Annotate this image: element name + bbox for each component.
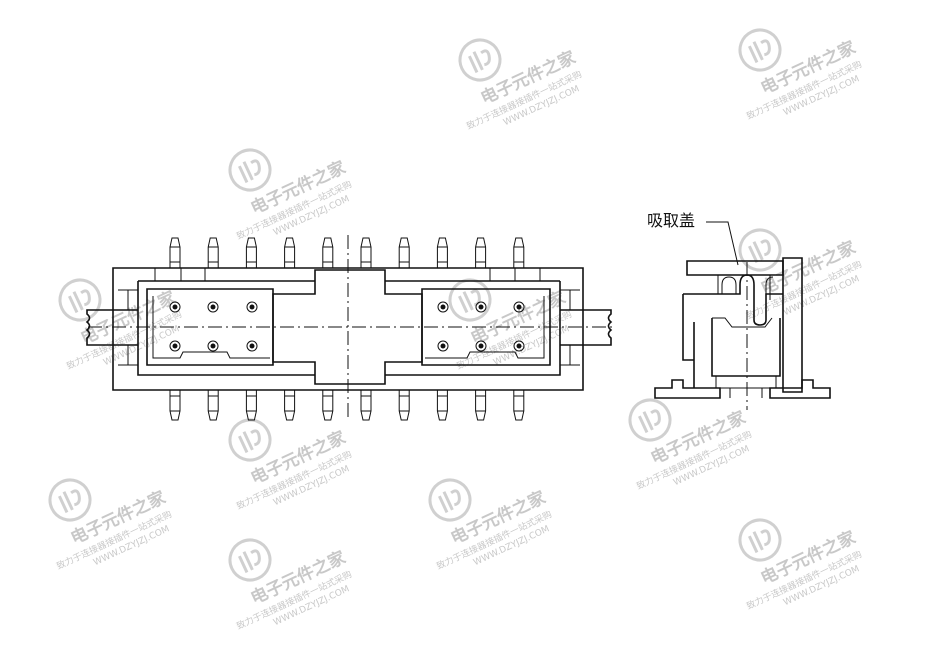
bottom-pin [169,390,181,421]
top-pin [398,237,410,268]
connector-side-view [654,221,831,410]
bottom-pin [398,390,410,421]
contact-hole-center [249,304,255,310]
contact-hole [169,301,181,313]
contact-hole-center [478,343,484,349]
contact-hole-center [172,304,178,310]
contact-hole-center [478,304,484,310]
contact-hole-center [440,304,446,310]
top-pin [322,237,334,268]
top-pin [475,237,487,268]
bottom-pin [513,390,525,421]
bottom-pin [245,390,257,421]
contact-hole-center [440,343,446,349]
top-pin [207,237,219,268]
contact-hole [437,301,449,313]
top-pin [169,237,181,268]
contact-hole-center [249,343,255,349]
contact-hole [437,340,449,352]
top-pin [513,237,525,268]
contact-hole [207,301,219,313]
suction-cap-label: 吸取盖 [647,211,696,230]
top-pin [245,237,257,268]
contact-hole [475,301,487,313]
bottom-pin [207,390,219,421]
contact-hole [169,340,181,352]
bottom-pin [284,390,296,421]
contact-hole-center [210,343,216,349]
bottom-pin [436,390,448,421]
bottom-pin [475,390,487,421]
contact-hole [513,301,525,313]
contact-hole [246,340,258,352]
bottom-pin [322,390,334,421]
contact-hole [207,340,219,352]
bottom-pin [360,390,372,421]
contact-hole-center [172,343,178,349]
top-pin [436,237,448,268]
contact-hole-center [210,304,216,310]
top-pin [284,237,296,268]
contact-hole-center [516,343,522,349]
top-pin [360,237,372,268]
contact-hole [513,340,525,352]
contact-hole [246,301,258,313]
contact-hole [475,340,487,352]
contact-hole-center [516,304,522,310]
connector-top-view [85,235,613,421]
